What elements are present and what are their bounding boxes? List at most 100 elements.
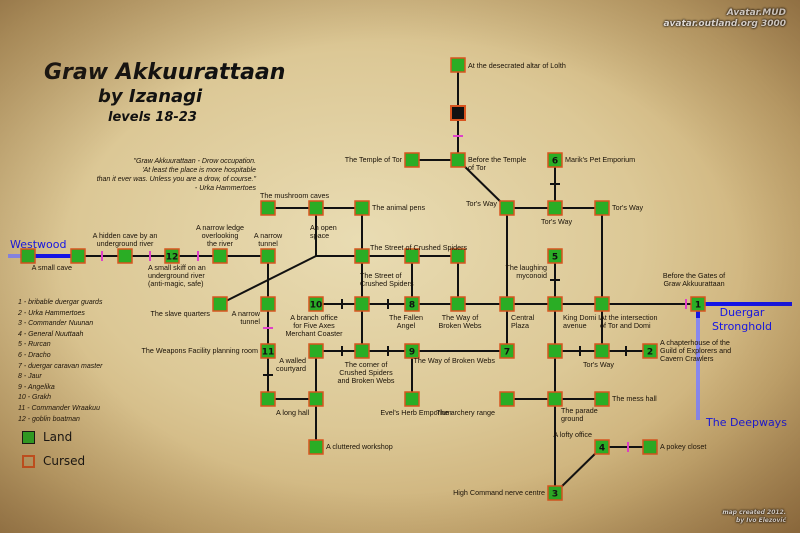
room-pokey [642, 439, 658, 455]
mob-list-item: 7 - duergar caravan master [18, 362, 103, 370]
land-room-box [164, 248, 180, 264]
land-room-box [260, 391, 276, 407]
mob-list-item: 11 - Commander Wraakuu [18, 404, 100, 412]
room-label-weapons: The Weapons Facility planning room [141, 346, 258, 355]
mud-address: avatar.outland.org 3000 [663, 19, 786, 29]
room-archery [499, 391, 515, 407]
land-room-box [450, 57, 466, 73]
room-crushed1 [354, 248, 370, 264]
room-brokenwebs1 [450, 296, 466, 312]
room-label-archery: The archery range [436, 408, 495, 417]
room-label-openspace: An open space [310, 223, 337, 240]
room-slave [212, 296, 228, 312]
exit-duergar-stronghold: Duergar Stronghold [712, 306, 772, 334]
land-room-box [499, 343, 515, 359]
room-label-fallen: The Fallen Angel [389, 313, 423, 330]
room-longhall [260, 391, 276, 407]
room-label-crushed2: The Street of Crushed Spiders [360, 271, 414, 288]
room-label-tunnel2: A narrow tunnel [231, 309, 260, 326]
intro-quote: "Graw Akkuurattaan - Drow occupation. 'A… [60, 157, 256, 193]
land-room-box [404, 391, 420, 407]
land-room-box [404, 296, 420, 312]
land-room-box [308, 200, 324, 216]
mob-list-item: 1 - bribable duergar guards [18, 299, 103, 306]
land-room-box [547, 296, 563, 312]
room-crushed-end [450, 248, 466, 264]
room-label-torsdomi: At the intersection of Tor and Domi [600, 313, 658, 330]
room-label-brokenwebs1: The Way of Broken Webs [438, 313, 482, 330]
room-grakh: 10 [308, 296, 324, 312]
credit-line: map created 2012. [722, 509, 786, 516]
room-label-skiff: A small skiff on an underground river (a… [148, 263, 206, 288]
land-room-box [450, 296, 466, 312]
room-cursed [450, 105, 466, 121]
room-label-longhall: A long hall [276, 408, 310, 417]
land-room-box [117, 248, 133, 264]
room-label-rurcan: The laughing myconoid [505, 263, 547, 280]
land-room-box [404, 248, 420, 264]
land-room-box [594, 296, 610, 312]
mob-number: 6 [552, 157, 558, 167]
land-room-box [594, 439, 610, 455]
credit-author: by Ivo Elezović [735, 517, 786, 524]
land-room-box [642, 439, 658, 455]
cursed-swatch-icon [22, 454, 35, 468]
land-room-box [594, 391, 610, 407]
land-room-box [354, 200, 370, 216]
room-animalpens [354, 200, 370, 216]
land-room-box [354, 296, 370, 312]
land-room-box [212, 296, 228, 312]
map-credit: map created 2012. by Ivo Elezović [722, 509, 786, 525]
quote-line: "Graw Akkuurattaan - Drow occupation. [133, 158, 256, 165]
mob-number: 3 [552, 490, 558, 500]
mob-list-item: 5 - Rurcan [18, 341, 51, 349]
land-room-box [70, 248, 86, 264]
path-before_temple-torsway1 [457, 159, 508, 209]
land-room-box [499, 391, 515, 407]
room-lofty: 4 [594, 439, 610, 455]
room-ledge [212, 248, 228, 264]
land-room-box [499, 296, 515, 312]
mob-list-item: 12 - goblin boatman [18, 415, 80, 423]
room-label-slave: The slave quarters [150, 309, 210, 318]
room-label-kingdomi: King Domi I avenue [563, 313, 601, 330]
land-room-box [450, 248, 466, 264]
mob-list-item: 8 - Jaur [18, 373, 42, 381]
exit-deepways: The Deepways [706, 416, 787, 429]
land-room-box [547, 343, 563, 359]
land-room-box [260, 200, 276, 216]
land-room-box [404, 343, 420, 359]
room-label-brokenwebs2: The Way of Broken Webs [413, 356, 496, 365]
room-brokenwebs2: 7 [499, 343, 515, 359]
land-room-box [308, 391, 324, 407]
room-label-torsway1: Tor's Way [465, 199, 497, 208]
cursed-room-box [450, 105, 466, 121]
room-label-animalpens: The animal pens [372, 203, 426, 212]
room-label-temple: The Temple of Tor [344, 155, 402, 164]
room-label-workshop: A cluttered workshop [326, 442, 393, 451]
mob-number: 9 [409, 348, 415, 358]
room-parade [547, 391, 563, 407]
room-label-torsway2: Tor's Way [541, 217, 573, 226]
legend-land: Land [22, 430, 72, 444]
land-room-box [354, 248, 370, 264]
room-skiff: 12 [164, 248, 180, 264]
room-messhall [594, 391, 610, 407]
quote-line: than it ever was. Unless you are a drow,… [96, 176, 256, 183]
mob-number: 11 [262, 348, 275, 358]
room-crushed-mid [404, 248, 420, 264]
land-room-box [260, 343, 276, 359]
land-room-box [308, 343, 324, 359]
room-angelika: 9 [404, 343, 420, 359]
room-longhall2 [308, 391, 324, 407]
room-chapterhouse: 2 [642, 343, 658, 359]
exit-east-line: Stronghold [712, 320, 773, 333]
room-fallen: 8 [404, 296, 420, 312]
room-label-parade: The parade ground [561, 406, 598, 423]
land-room-box [260, 248, 276, 264]
land-room-box [642, 343, 658, 359]
exit-westwood: Westwood [10, 238, 67, 251]
mob-list-item: 4 - General Nuuttaah [18, 330, 84, 338]
room-corner [354, 343, 370, 359]
room-torsway4 [594, 343, 610, 359]
